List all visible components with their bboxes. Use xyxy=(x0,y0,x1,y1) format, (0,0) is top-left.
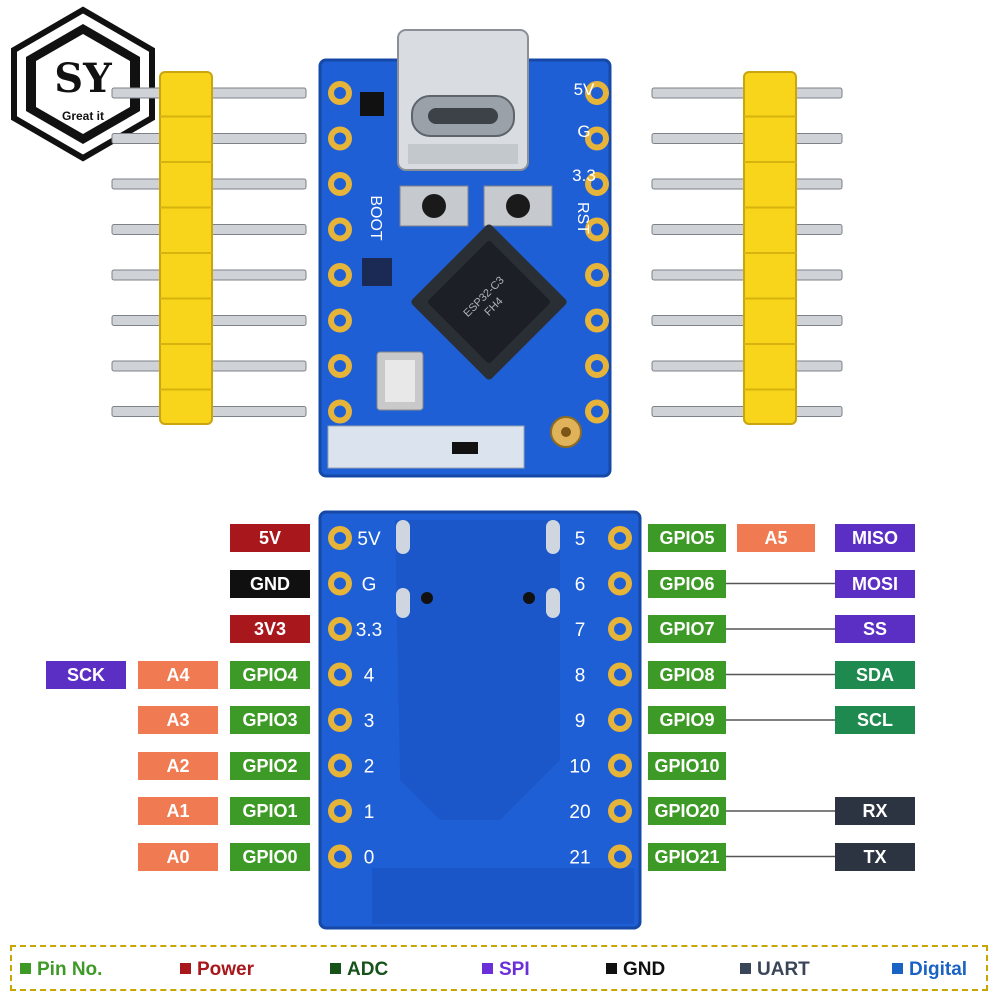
legend-item-gnd: GND xyxy=(606,959,665,981)
legend-label: Pin No. xyxy=(37,959,103,980)
right-pin-header xyxy=(651,71,843,425)
legend-label: SPI xyxy=(499,959,530,980)
silk-pin-num-right: 8 xyxy=(575,666,586,687)
legend-item-adc: ADC xyxy=(330,959,388,981)
silk-pin-num-left: 0 xyxy=(364,848,375,869)
pin-label-miso: MISO xyxy=(835,524,915,552)
legend-item-pin-no-: Pin No. xyxy=(20,959,102,981)
pin-label-gpio1: GPIO1 xyxy=(230,797,310,825)
pin-label-scl: SCL xyxy=(835,706,915,734)
pin-label-gpio7: GPIO7 xyxy=(648,615,726,643)
pin-label-tx: TX xyxy=(835,842,915,871)
silk-pin-num-left: 2 xyxy=(364,757,375,778)
silk-pin-num-left: 3.3 xyxy=(356,620,382,641)
legend-swatch xyxy=(180,963,191,974)
pin-label-gpio5: GPIO5 xyxy=(648,524,726,552)
legend-item-spi: SPI xyxy=(482,959,530,981)
pin-label-gpio8: GPIO8 xyxy=(648,660,726,689)
silk-pin-num-left: 3 xyxy=(364,711,375,732)
pin-label-ss: SS xyxy=(835,615,915,643)
legend-label: Power xyxy=(197,959,255,980)
legend-swatch xyxy=(740,963,751,974)
left-pin-header xyxy=(111,71,307,425)
pin-label-gpio21: GPIO21 xyxy=(648,842,726,871)
silk-pin-num-left: 1 xyxy=(364,802,375,823)
silk-pin-num-right: 7 xyxy=(575,620,586,641)
silk-pin-num-right: 10 xyxy=(569,757,590,778)
legend-swatch xyxy=(892,963,903,974)
legend-swatch xyxy=(330,963,341,974)
legend-item-digital: Digital xyxy=(892,959,967,981)
usb-c-connector xyxy=(397,29,529,171)
silk-g: G xyxy=(577,122,590,141)
legend-label: ADC xyxy=(347,959,389,980)
pin-label-sck: SCK xyxy=(46,660,126,689)
silk-pin-num-right: 9 xyxy=(575,711,586,732)
brand-logo: SY Great it xyxy=(11,6,155,162)
legend-swatch xyxy=(606,963,617,974)
silk-3v3: 3.3 xyxy=(572,166,596,185)
board-front: ESP32-C3 FH4 5V G 3.3 RST BOOT xyxy=(318,29,612,478)
silk-rst: RST xyxy=(574,202,591,234)
silk-pin-num-right: 20 xyxy=(569,802,590,823)
pin-label-gpio4: GPIO4 xyxy=(230,660,310,689)
pin-label-3v3: 3V3 xyxy=(230,615,310,643)
legend-label: UART xyxy=(757,959,810,980)
pin-label-gpio2: GPIO2 xyxy=(230,751,310,780)
pin-label-a5: A5 xyxy=(737,524,815,552)
silk-boot: BOOT xyxy=(367,195,384,241)
pin-label-gpio0: GPIO0 xyxy=(230,842,310,871)
silk-pin-num-left: G xyxy=(362,575,377,596)
pin-label-a4: A4 xyxy=(138,660,218,689)
legend-label: Digital xyxy=(909,959,968,980)
legend: Pin No. Power ADC SPI GND UART Digital xyxy=(10,945,988,991)
pin-label-a0: A0 xyxy=(138,842,218,871)
legend-swatch xyxy=(482,963,493,974)
pin-label-a3: A3 xyxy=(138,706,218,734)
pin-label-gpio3: GPIO3 xyxy=(230,706,310,734)
silk-pin-num-right: 5 xyxy=(575,529,586,550)
pin-label-gpio10: GPIO10 xyxy=(648,751,726,780)
pin-label-gpio6: GPIO6 xyxy=(648,569,726,598)
esp32-chip: ESP32-C3 FH4 xyxy=(411,224,567,380)
legend-label: GND xyxy=(623,959,666,980)
legend-swatch xyxy=(20,963,31,974)
legend-item-power: Power xyxy=(180,959,254,981)
silk-5v: 5V xyxy=(574,80,595,99)
pin-label-gnd: GND xyxy=(230,569,310,598)
board-back: 5V 5G 6 3.3 7 4 8 3 9 2 10 1 20 0 21 xyxy=(318,510,642,930)
reset-button xyxy=(483,185,553,227)
pin-label-sda: SDA xyxy=(835,660,915,689)
silk-pin-num-left: 5V xyxy=(357,529,381,550)
silk-pin-num-right: 6 xyxy=(575,575,586,596)
pin-label-a2: A2 xyxy=(138,751,218,780)
pin-label-a1: A1 xyxy=(138,797,218,825)
logo-tagline: Great it xyxy=(62,109,104,123)
pin-label-gpio9: GPIO9 xyxy=(648,706,726,734)
pin-label-5v: 5V xyxy=(230,524,310,552)
pin-label-mosi: MOSI xyxy=(835,569,915,598)
silk-pin-num-left: 4 xyxy=(364,666,375,687)
pin-label-rx: RX xyxy=(835,797,915,825)
boot-button xyxy=(399,185,469,227)
silk-pin-num-right: 21 xyxy=(569,848,590,869)
legend-item-uart: UART xyxy=(740,959,810,981)
pin-label-gpio20: GPIO20 xyxy=(648,797,726,825)
logo-letters: SY xyxy=(54,55,112,102)
